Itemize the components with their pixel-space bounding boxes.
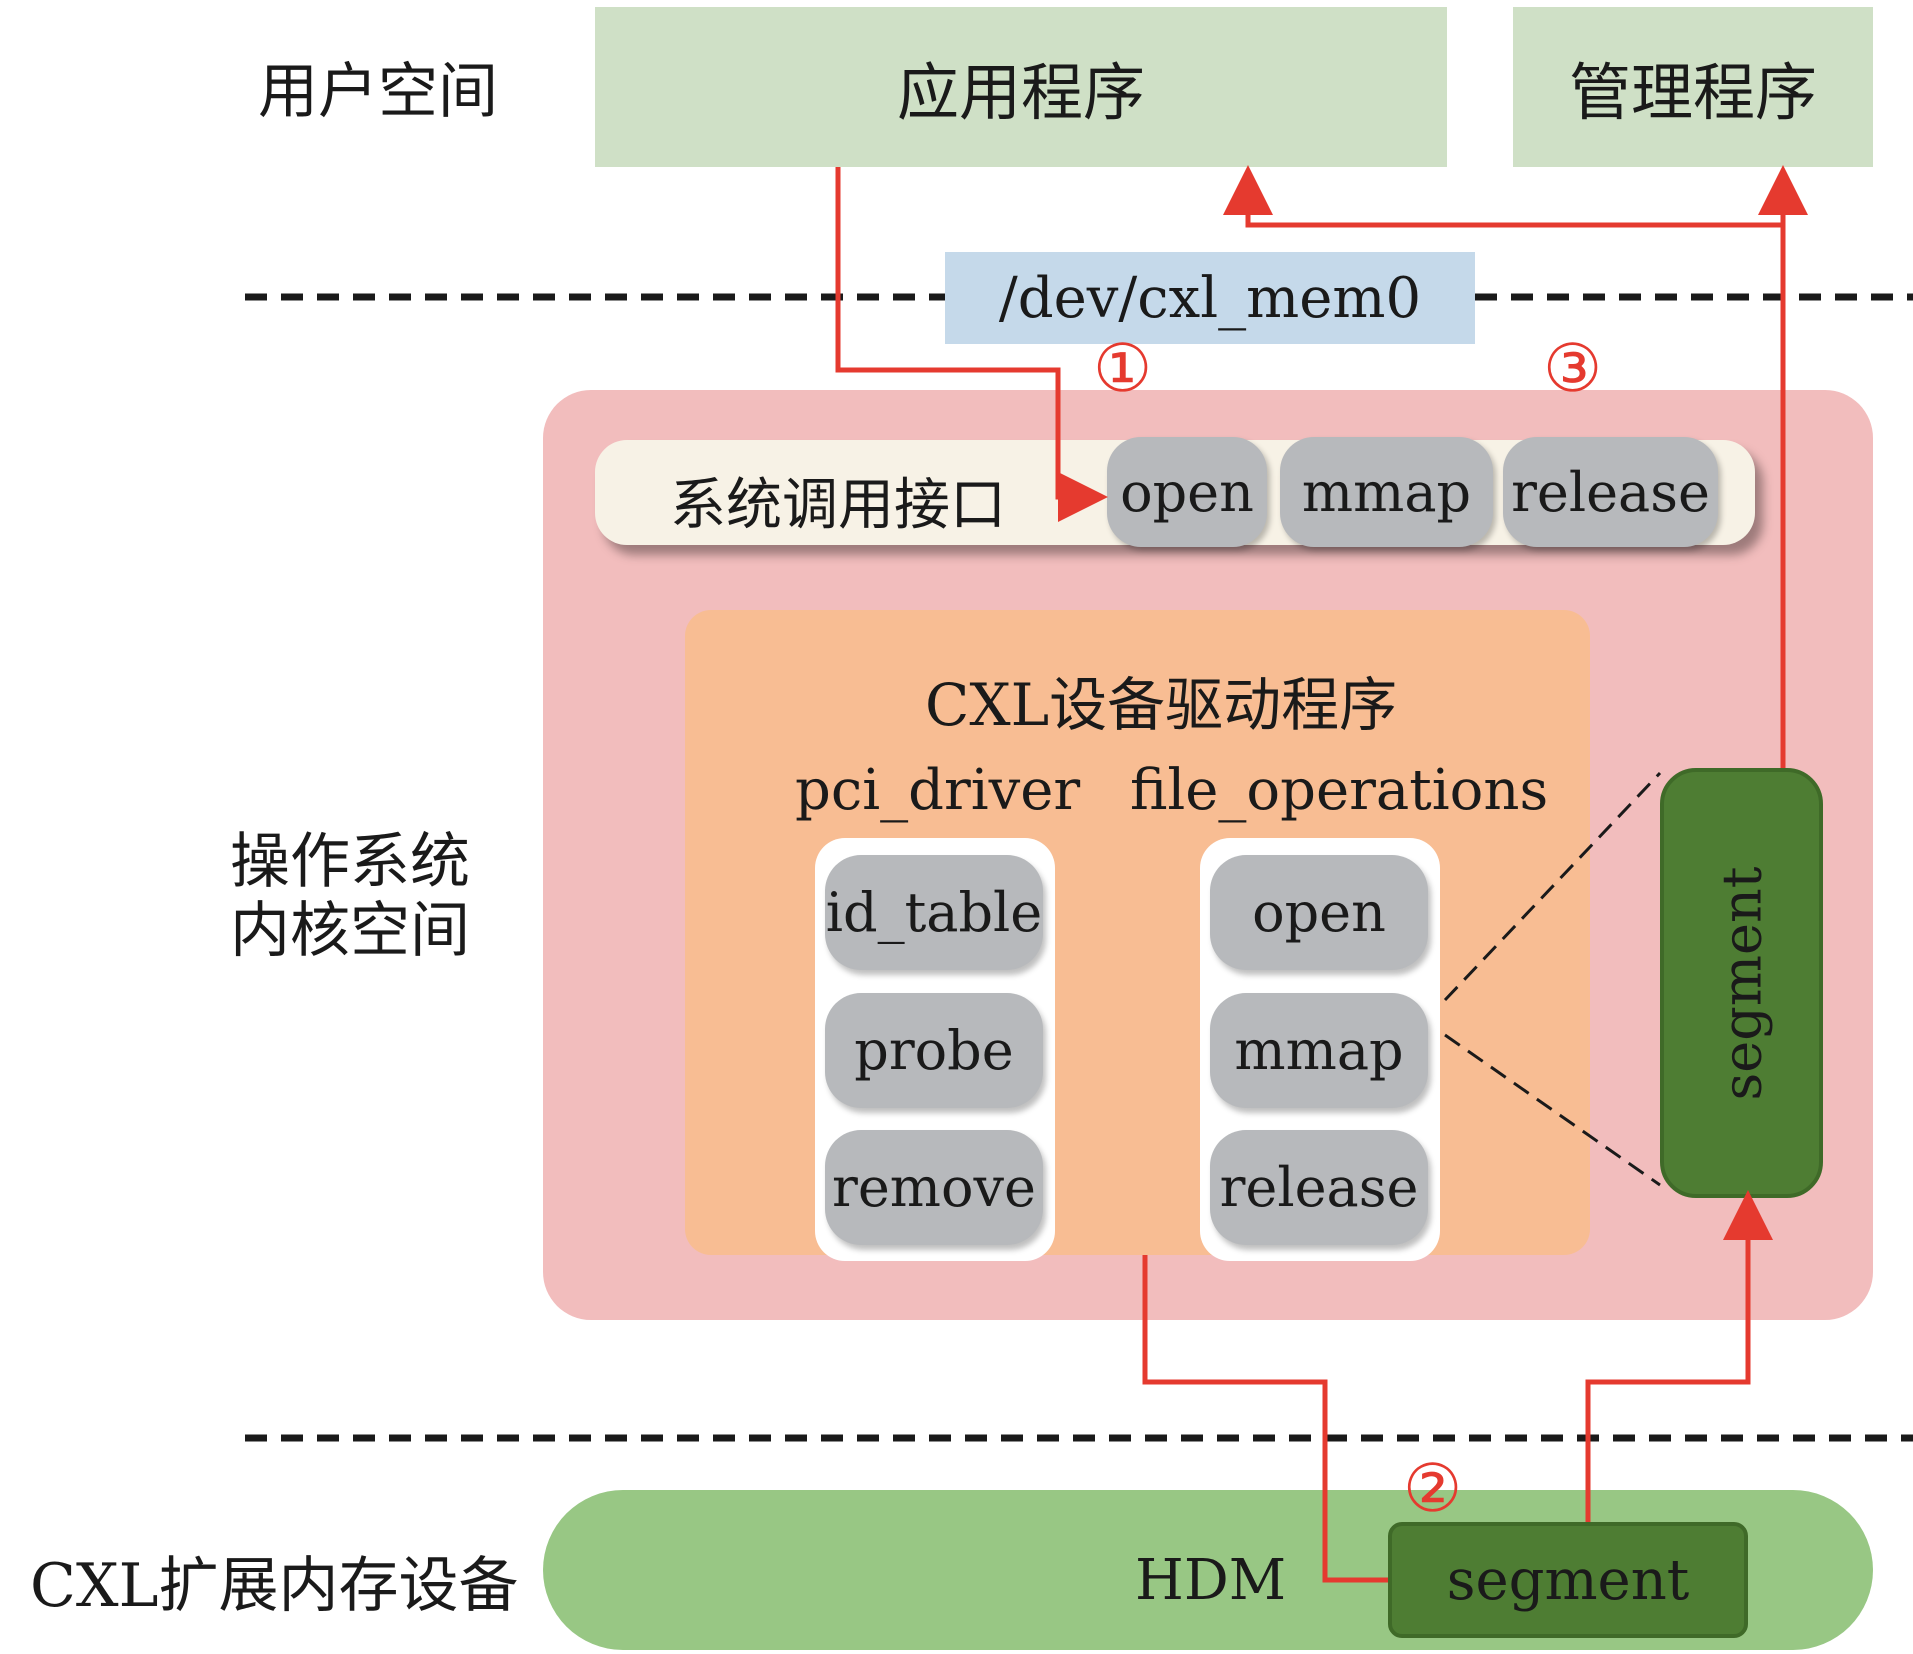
syscall-release: release [1503, 437, 1718, 547]
syscall-mmap: mmap [1280, 437, 1493, 547]
fops-open: open [1210, 855, 1428, 970]
step-marker-1: ① [1093, 330, 1153, 407]
application-label: 应用程序 [896, 56, 1145, 129]
fops-mmap-label: mmap [1234, 1019, 1404, 1082]
fops-open-label: open [1252, 881, 1386, 944]
syscall-open: open [1107, 437, 1267, 547]
dev-node-box: /dev/cxl_mem0 [945, 252, 1475, 344]
fops-release-label: release [1219, 1156, 1419, 1219]
fops-mmap: mmap [1210, 993, 1428, 1108]
device-segment: segment [1388, 1522, 1748, 1638]
hdm-label: HDM [1135, 1548, 1287, 1613]
arrow-segment-to-kernel-segment [1585, 1190, 1773, 1522]
pci-probe-label: probe [854, 1019, 1014, 1082]
user-space-label: 用户空间 [258, 57, 498, 127]
application-box: 应用程序 [595, 7, 1447, 167]
syscall-interface-label: 系统调用接口 [670, 473, 1006, 538]
file-operations-title: file_operations [1130, 758, 1549, 823]
arrow-driver-to-segment [1142, 1255, 1388, 1583]
syscall-open-label: open [1120, 460, 1254, 524]
dev-node-label: /dev/cxl_mem0 [998, 265, 1422, 331]
kernel-space-label-line2: 内核空间 [230, 896, 470, 966]
pci-id-table-label: id_table [825, 881, 1043, 944]
kernel-space-label-line1: 操作系统 [230, 827, 470, 897]
step-marker-3: ③ [1543, 330, 1603, 407]
device-segment-label: segment [1446, 1547, 1690, 1613]
pci-driver-title: pci_driver [795, 758, 1081, 823]
manager-box: 管理程序 [1513, 7, 1873, 167]
fops-release: release [1210, 1130, 1428, 1245]
pci-remove: remove [825, 1130, 1043, 1245]
zoom-line-top [1443, 771, 1662, 1002]
pci-id-table: id_table [825, 855, 1043, 970]
zoom-line-bottom [1444, 1033, 1661, 1187]
kernel-space-label: 操作系统 内核空间 [230, 828, 470, 966]
pci-probe: probe [825, 993, 1043, 1108]
step-marker-2: ② [1403, 1450, 1463, 1527]
syscall-release-label: release [1511, 460, 1710, 524]
arrow-app-to-open [835, 167, 1108, 522]
pci-remove-label: remove [832, 1156, 1036, 1219]
driver-title: CXL设备驱动程序 [925, 671, 1398, 739]
arrow-to-application [1223, 165, 1783, 228]
manager-label: 管理程序 [1568, 56, 1817, 129]
syscall-mmap-label: mmap [1301, 460, 1472, 524]
device-layer-label: CXL扩展内存设备 [30, 1551, 519, 1621]
